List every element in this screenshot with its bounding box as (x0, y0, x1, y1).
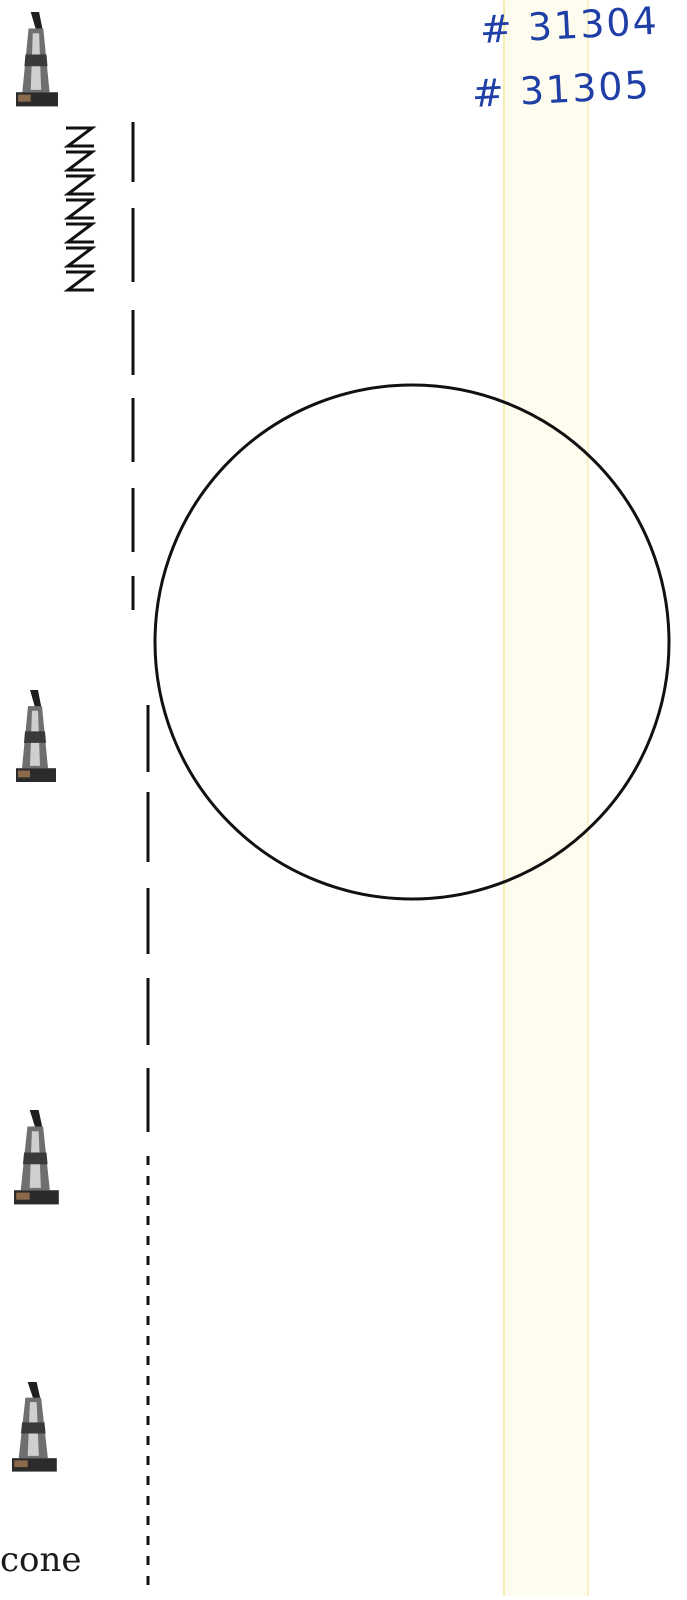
turning-circle (155, 385, 669, 899)
traffic-cone-icon (16, 12, 58, 106)
zigzag-mark (66, 128, 94, 146)
zigzag-mark (66, 224, 94, 242)
traffic-cone-icon (16, 690, 56, 782)
zigzag-mark-icon (66, 128, 94, 290)
yellow-guide-line (503, 0, 589, 1596)
zigzag-mark (66, 152, 94, 170)
zigzag-mark (66, 272, 94, 290)
handwritten-note-2: # 31305 (471, 63, 652, 116)
traffic-cone-icon (12, 1382, 57, 1472)
traffic-cone-icon (14, 1110, 59, 1204)
zigzag-mark (66, 176, 94, 194)
zigzag-mark (66, 200, 94, 218)
zigzag-mark (66, 248, 94, 266)
cone-caption: cone (0, 1540, 82, 1580)
